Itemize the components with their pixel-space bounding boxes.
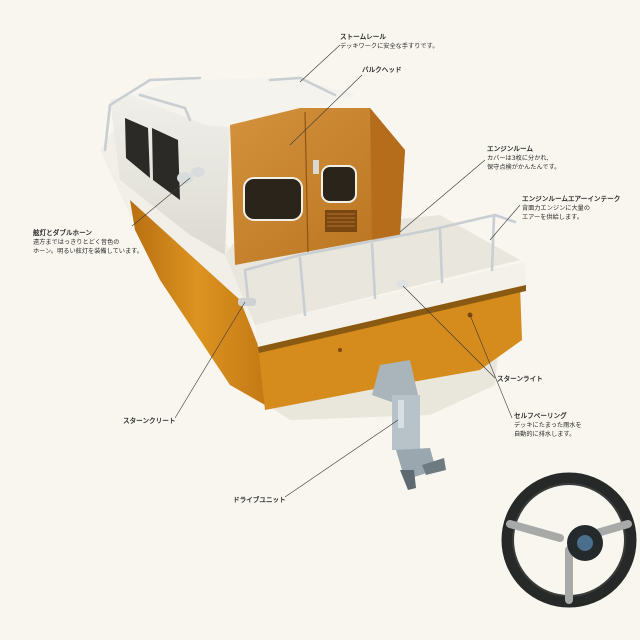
callout-engine-room-desc1: カバーは3枚に分かれ,	[487, 155, 549, 162]
stern-cleat	[238, 298, 256, 306]
callout-lights-horn-desc2: ホーン。明るい舷灯を装備しています。	[33, 248, 143, 255]
callout-air-intake-desc2: エアーを供給します。	[522, 214, 583, 221]
callout-storm-rail-title: ストームレール	[340, 33, 386, 41]
cabin-body	[110, 80, 355, 255]
bulkhead-window-left	[243, 177, 303, 221]
callout-air-intake: エンジンルームエアーインテーク 背面力エンジンに大量の エアーを供給します。	[522, 195, 620, 222]
callout-self-bailing-desc1: デッキにたまった雨水を	[514, 422, 582, 429]
transom-orange	[258, 285, 522, 410]
callout-self-bailing: セルフベーリング デッキにたまった雨水を 自動的に排水します。	[514, 412, 582, 439]
callout-lights-horn: 舷灯とダブルホーン 遠方まではっきりとどく音色の ホーン。明るい舷灯を装備してい…	[33, 229, 143, 256]
drive-unit	[372, 360, 446, 490]
transom-trim	[255, 262, 526, 347]
callout-air-intake-desc1: 背面力エンジンに大量の	[522, 205, 591, 212]
callout-air-intake-title: エンジンルームエアーインテーク	[522, 195, 621, 203]
callout-drive-unit: ドライブユニット	[233, 496, 286, 505]
callout-stern-cleat-title: スターンクリート	[123, 417, 176, 425]
leader-lines	[131, 44, 521, 498]
bulkhead-window-right	[321, 165, 357, 203]
stern-light	[396, 280, 408, 288]
hull-side-orange	[130, 200, 265, 405]
bulkhead-wood	[230, 108, 405, 265]
cabin-roof	[130, 78, 355, 128]
callout-bulkhead: バルクヘッド	[362, 66, 402, 75]
callout-lights-horn-title: 舷灯とダブルホーン	[33, 229, 93, 237]
callout-storm-rail: ストームレール デッキワークに安全な手すりです。	[340, 33, 438, 51]
steering-wheel	[501, 472, 637, 608]
vent-grille	[325, 210, 357, 232]
callout-engine-room-title: エンジンルーム	[487, 145, 533, 153]
storm-rail	[103, 76, 517, 317]
callout-storm-rail-desc: デッキワークに安全な手すりです。	[340, 43, 439, 50]
callout-engine-room-desc2: 保守点検がかんたんです。	[487, 164, 561, 171]
horn	[177, 167, 205, 184]
callout-engine-room: エンジンルーム カバーは3枚に分かれ, 保守点検がかんたんです。	[487, 145, 560, 172]
callout-stern-light: スターンライト	[497, 375, 543, 384]
callout-self-bailing-desc2: 自動的に排水します。	[514, 431, 576, 438]
callout-lights-horn-desc1: 遠方まではっきりとどく音色の	[33, 239, 120, 246]
callout-drive-unit-title: ドライブユニット	[233, 496, 286, 504]
side-window-rear	[152, 128, 180, 200]
callout-stern-cleat: スターンクリート	[123, 417, 175, 426]
callout-self-bailing-title: セルフベーリング	[514, 412, 567, 420]
callout-bulkhead-title: バルクヘッド	[362, 66, 402, 74]
callout-stern-light-title: スターンライト	[497, 375, 543, 383]
side-window-front	[125, 118, 150, 178]
